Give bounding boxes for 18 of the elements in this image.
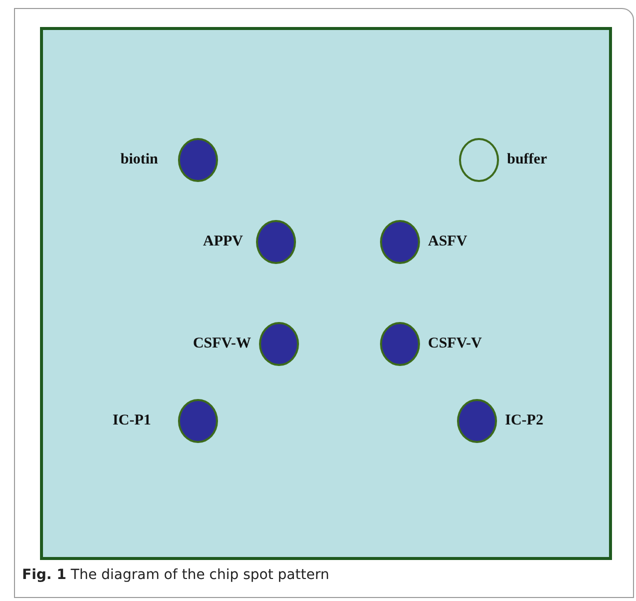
spot-label: buffer [507, 152, 547, 168]
spot-label: APPV [203, 234, 243, 250]
spot-circle [459, 138, 499, 182]
spot-label: biotin [120, 152, 158, 168]
spot-circle [256, 220, 296, 264]
spot-circle [178, 138, 218, 182]
spot-circle [380, 322, 420, 366]
caption: Fig. 1 The diagram of the chip spot pattern [22, 567, 330, 583]
spot-label: IC-P2 [505, 412, 544, 430]
spot-circle [259, 322, 299, 366]
spot-circle [457, 399, 497, 443]
spot-label: IC-P1 [112, 412, 151, 430]
spot-label: CSFV-W [192, 336, 251, 352]
spot-label: CSFV-V [428, 336, 482, 352]
spot-circle [380, 220, 420, 264]
spot-label: ASFV [428, 234, 468, 250]
spot-circle [178, 399, 218, 443]
chip-panel [40, 27, 612, 560]
